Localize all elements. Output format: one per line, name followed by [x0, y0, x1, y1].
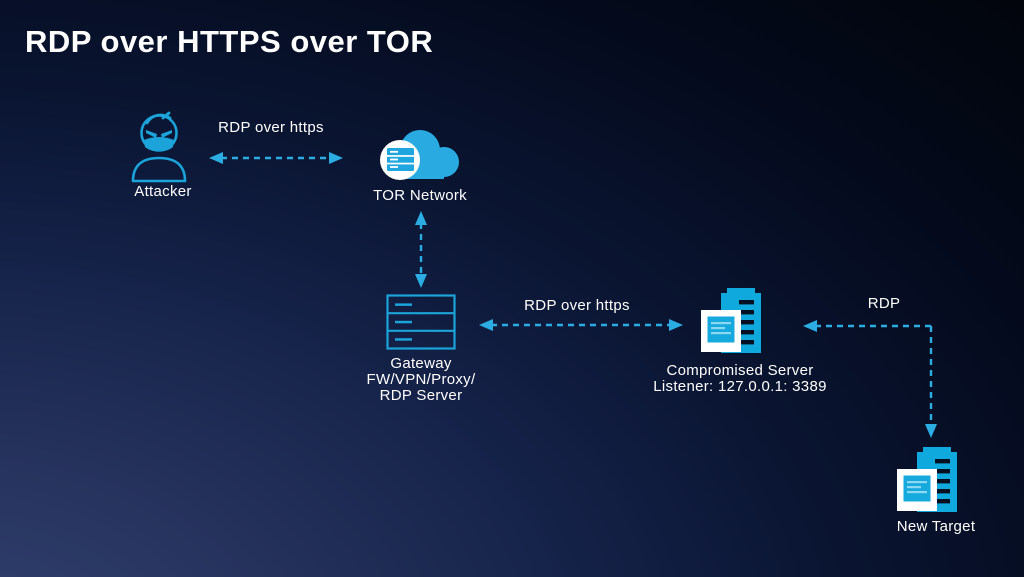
compromised-server-name: Compromised Server: [666, 362, 814, 379]
attacker-node: [123, 104, 195, 189]
gateway-label-line1: Gateway: [390, 355, 452, 372]
gateway-node: [386, 294, 456, 355]
new-target-server-icon: [897, 447, 957, 512]
compromised-server-listener: Listener: 127.0.0.1: 3389: [653, 378, 827, 395]
arrow-tor-gateway: [415, 211, 427, 288]
tor-network-node: [371, 119, 468, 192]
page-title: RDP over HTTPS over TOR: [25, 24, 434, 59]
edge-label-rdp-over-https-left: RDP over https: [218, 119, 324, 136]
tor-cloud-icon: [380, 130, 459, 180]
gateway-label-line3: RDP Server: [379, 387, 463, 404]
gateway-label-line2: FW/VPN/Proxy/: [366, 371, 476, 388]
gateway-label: Gateway FW/VPN/Proxy/ RDP Server: [367, 356, 476, 404]
attacker-icon: [131, 111, 187, 183]
compromised-server-node: [701, 288, 767, 363]
new-target-label: New Target: [896, 518, 976, 535]
compromised-server-label: Compromised Server Listener: 127.0.0.1: …: [653, 363, 826, 395]
compromised-server-icon: [701, 288, 761, 353]
arrow-rdp-elbow: [803, 320, 937, 438]
arrow-gateway-compromised: [479, 319, 683, 331]
attacker-label: Attacker: [134, 183, 192, 200]
edge-label-rdp: RDP: [867, 295, 901, 312]
new-target-node: [897, 447, 963, 522]
gateway-server-icon: [386, 294, 456, 350]
arrow-attacker-tor: [209, 152, 343, 164]
edge-label-rdp-over-https-right: RDP over https: [524, 297, 630, 314]
tor-network-label: TOR Network: [373, 187, 467, 204]
